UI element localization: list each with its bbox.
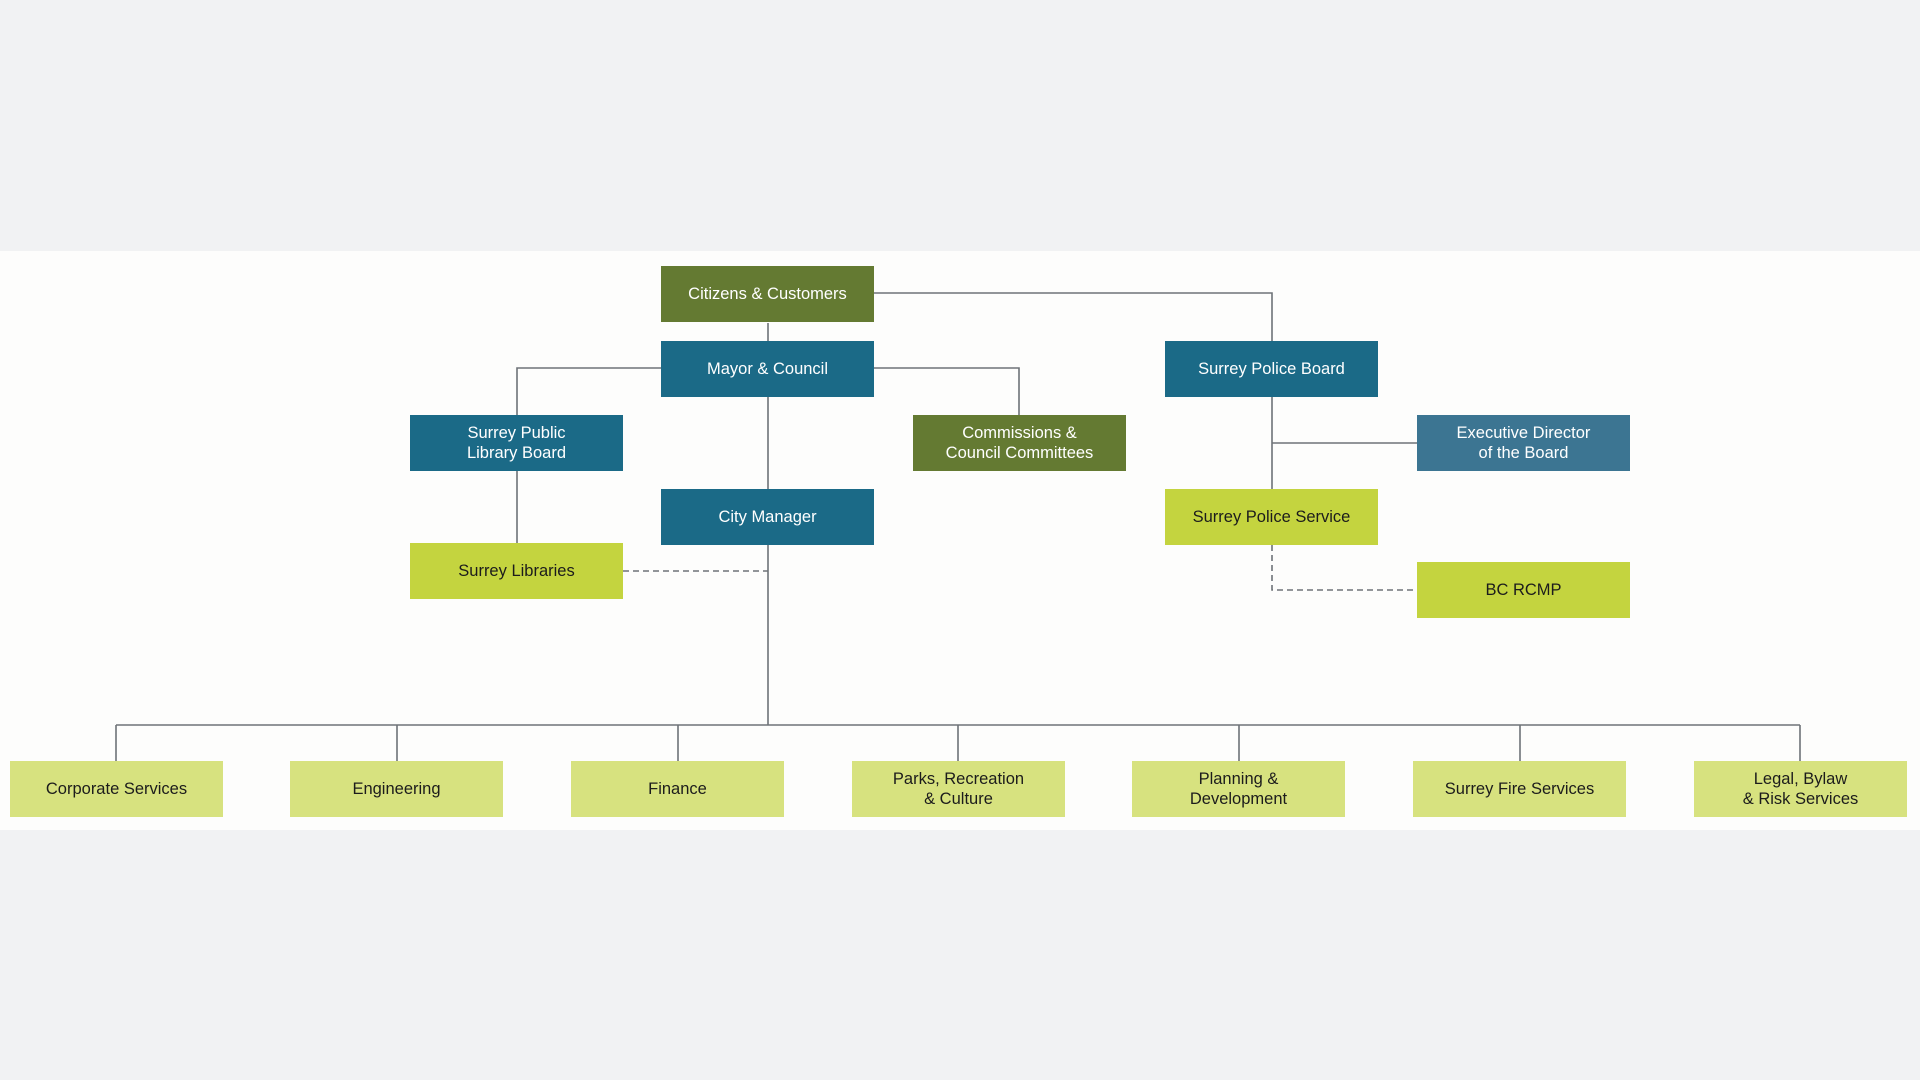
dept-engineering[interactable]: Engineering <box>290 761 503 817</box>
node-surrey-police-board[interactable]: Surrey Police Board <box>1165 341 1378 397</box>
dept-corporate-services[interactable]: Corporate Services <box>10 761 223 817</box>
node-bc-rcmp[interactable]: BC RCMP <box>1417 562 1630 618</box>
connector-lines <box>115 292 1801 761</box>
dept-planning-development[interactable]: Planning & Development <box>1132 761 1345 817</box>
dept-finance[interactable]: Finance <box>571 761 784 817</box>
dept-parks-recreation-culture[interactable]: Parks, Recreation & Culture <box>852 761 1065 817</box>
dept-surrey-fire-services[interactable]: Surrey Fire Services <box>1413 761 1626 817</box>
node-executive-director[interactable]: Executive Director of the Board <box>1417 415 1630 471</box>
node-surrey-public-library-board[interactable]: Surrey Public Library Board <box>410 415 623 471</box>
connector-mayor-commissions <box>874 367 1020 415</box>
node-mayor-council[interactable]: Mayor & Council <box>661 341 874 397</box>
org-chart: Citizens & Customers Mayor & Council Sur… <box>0 251 1920 830</box>
node-commissions-council-committees[interactable]: Commissions & Council Committees <box>913 415 1126 471</box>
connector-citizens-police-board <box>874 292 1273 341</box>
connector-police-service-rcmp-dashed <box>1271 545 1417 591</box>
node-citizens-customers[interactable]: Citizens & Customers <box>661 266 874 322</box>
node-surrey-police-service[interactable]: Surrey Police Service <box>1165 489 1378 545</box>
node-city-manager[interactable]: City Manager <box>661 489 874 545</box>
connector-mayor-library-board <box>516 367 661 415</box>
node-surrey-libraries[interactable]: Surrey Libraries <box>410 543 623 599</box>
dept-legal-bylaw-risk-services[interactable]: Legal, Bylaw & Risk Services <box>1694 761 1907 817</box>
